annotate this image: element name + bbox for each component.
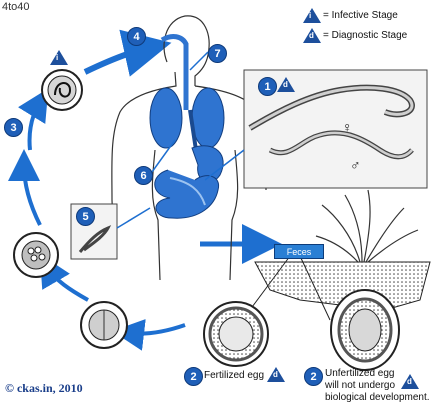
esophagus bbox=[188, 109, 198, 151]
copyright-text: © ckas.in, 2010 bbox=[5, 381, 83, 395]
cycle-arrow-left-bottom bbox=[8, 149, 42, 226]
infective-stage-icon: i bbox=[50, 50, 68, 65]
legend-diagnostic-text: = Diagnostic Stage bbox=[323, 30, 408, 41]
egg-infective bbox=[41, 69, 83, 111]
pointer-line-1 bbox=[204, 149, 245, 181]
infective-stage-icon: i bbox=[303, 8, 321, 23]
nasal-airway bbox=[160, 34, 189, 78]
stomach bbox=[191, 145, 224, 183]
unfertilized-egg-line-1: Unfertilized egg bbox=[325, 368, 395, 379]
diagnostic-stage-icon: d bbox=[277, 77, 295, 92]
egg-embryonated-left bbox=[13, 232, 59, 278]
diagnostic-stage-icon: d bbox=[303, 28, 321, 43]
step-4: 4 bbox=[127, 27, 146, 46]
legend-infective-text: = Infective Stage bbox=[323, 10, 398, 21]
diagnostic-stage-icon: d bbox=[267, 367, 285, 382]
intestines bbox=[154, 169, 220, 219]
plant-icon bbox=[315, 189, 419, 263]
unfertilized-egg-line-2: will not undergo bbox=[325, 380, 396, 391]
pointer-line-6 bbox=[151, 139, 176, 173]
cycle-arrow-top bbox=[83, 29, 172, 77]
step-5: 5 bbox=[76, 207, 95, 226]
cycle-arrow-bottom-left bbox=[39, 254, 89, 302]
step-2-fertilized: 2 bbox=[184, 367, 203, 386]
step-1: 1 bbox=[258, 77, 277, 96]
step-2-unfertilized: 2 bbox=[304, 367, 323, 386]
feces-label: Feces bbox=[274, 244, 324, 259]
larva bbox=[78, 225, 112, 253]
legend-infective: i = Infective Stage bbox=[303, 8, 398, 23]
left-lung bbox=[149, 87, 183, 149]
organs bbox=[149, 34, 225, 219]
egg-two-cell bbox=[80, 301, 128, 349]
fertilized-egg-label: Fertilized egg bbox=[204, 370, 265, 381]
cycle-arrow-bottom bbox=[112, 318, 186, 351]
cycle-arrow-left-top bbox=[17, 88, 49, 151]
colon-loop bbox=[169, 177, 206, 206]
legend-diagnostic: d = Diagnostic Stage bbox=[303, 28, 407, 43]
diagnostic-stage-icon: d bbox=[401, 374, 419, 389]
right-lung bbox=[191, 87, 225, 149]
step-3: 3 bbox=[4, 118, 23, 137]
egg-fertilized bbox=[203, 301, 269, 367]
step-7: 7 bbox=[208, 44, 227, 63]
human-body bbox=[111, 15, 267, 281]
pointer-line-7 bbox=[189, 51, 209, 71]
egg-unfertilized bbox=[330, 289, 400, 371]
corner-id: 4to40 bbox=[2, 1, 30, 13]
male-symbol: ♂ bbox=[350, 157, 361, 173]
unfertilized-egg-line-3: biological development. bbox=[325, 392, 430, 403]
female-symbol: ♀ bbox=[342, 119, 353, 135]
step-6: 6 bbox=[134, 166, 153, 185]
pointer-line-5 bbox=[116, 207, 151, 229]
